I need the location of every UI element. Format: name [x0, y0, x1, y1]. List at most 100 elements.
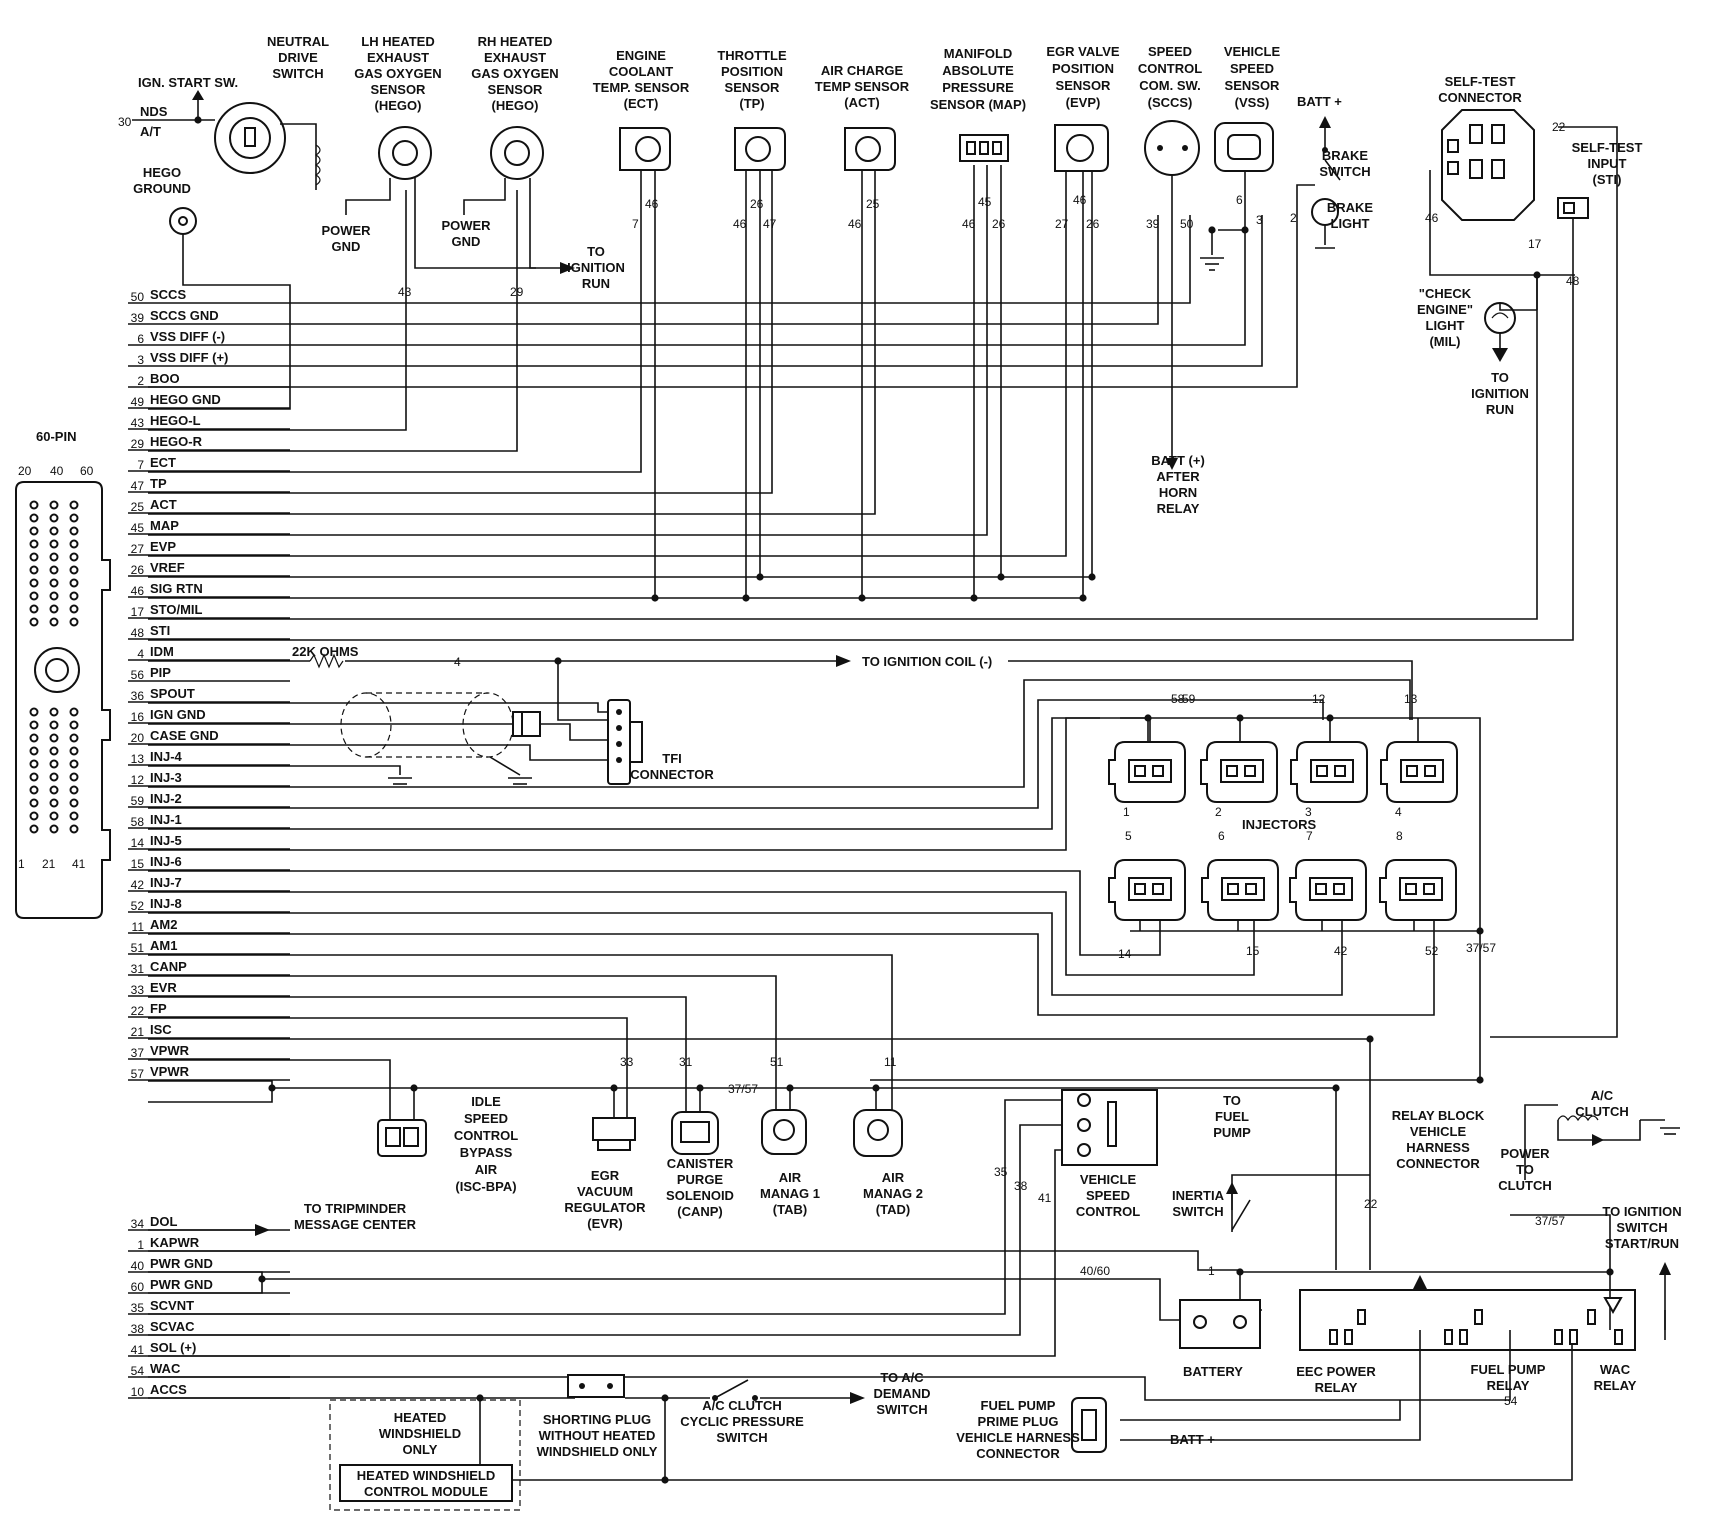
- ign-start-switch-label: IGN. START SW.: [138, 75, 238, 90]
- junction-dot: [651, 594, 659, 602]
- sti-wire-label-48: 48: [1566, 274, 1580, 288]
- map-sensor-pin-3-icon: [992, 141, 1002, 155]
- circuit-name: HEGO-R: [150, 434, 203, 449]
- battery-icon: [1179, 1299, 1261, 1349]
- relay-wire-22: 22: [1364, 1197, 1378, 1211]
- ecm-pin: [49, 759, 59, 769]
- junction-dot: [1236, 1268, 1244, 1276]
- wac-relay-diode-icon: [1603, 1297, 1623, 1315]
- ecm-pin: [49, 811, 59, 821]
- injector-wire-15: 15: [1246, 944, 1260, 958]
- relay-block-pins: [1329, 1297, 1623, 1345]
- relay-pin-icon: [1569, 1329, 1578, 1345]
- injector-number: 5: [1125, 829, 1132, 843]
- relay-pin-icon: [1459, 1329, 1468, 1345]
- junction-dot: [258, 1275, 266, 1283]
- injector-pin-icon: [1245, 883, 1257, 895]
- ecm-pin: [49, 591, 59, 601]
- map-sensor-pin-1-icon: [966, 141, 976, 155]
- injector-pin-icon: [1244, 765, 1256, 777]
- wire-tp: [148, 165, 773, 494]
- sccs-pin-1-icon: [1157, 145, 1163, 151]
- tfi-pin-4-icon: [616, 757, 622, 763]
- injector-pin-icon: [1152, 883, 1164, 895]
- battery-pos-terminal-icon: [1233, 1315, 1247, 1329]
- ect-wire-label-46: 46: [645, 197, 659, 211]
- wire-self-test-22: [1490, 126, 1618, 1038]
- evp-sensor-socket-icon: [1066, 134, 1094, 162]
- tfi-connector-tab-icon: [629, 721, 643, 763]
- injector-wire-13: 13: [1404, 692, 1418, 706]
- wire-hwcm-b: [665, 1330, 1573, 1481]
- ecm-pin: [49, 733, 59, 743]
- map-sensor-pin-2-icon: [979, 141, 989, 155]
- circuit-name: STI: [150, 623, 170, 638]
- circuit-pin-number: 20: [131, 731, 145, 745]
- fuel-pump-prime-pin-icon: [1081, 1409, 1097, 1441]
- injectors: INJECTORS 58 59 12 13 14 15 42 52 37/57 …: [1108, 692, 1496, 961]
- circuit-pin-number: 39: [131, 311, 145, 325]
- junction-dot: [1476, 927, 1484, 935]
- ac-cyclic-switch-icon: [714, 1379, 749, 1399]
- shorting-plug-pin-2-icon: [607, 1383, 613, 1389]
- circuit-name: CANP: [150, 959, 187, 974]
- injector-number: 2: [1215, 805, 1222, 819]
- wire-inj-5: [148, 870, 1161, 956]
- ecm-pin: [69, 552, 79, 562]
- relay-block-arrow-icon: [1412, 1275, 1428, 1291]
- ecm-pin: [49, 720, 59, 730]
- ac-cyclic-pivot-icon: [712, 1395, 718, 1401]
- vsc-pin-1-icon: [1077, 1093, 1091, 1107]
- circuit-name: TP: [150, 476, 167, 491]
- circuit-pin-number: 13: [131, 752, 145, 766]
- evp-wire-label-27: 27: [1055, 217, 1069, 231]
- tp-wire-label-26: 26: [750, 197, 764, 211]
- wire-sto-mil: [148, 275, 1538, 620]
- batt-horn-arrow-icon: [1166, 458, 1178, 470]
- circuit-name: EVR: [150, 980, 177, 995]
- injector-number: 4: [1395, 805, 1402, 819]
- relay-wire-1: 1: [1208, 1264, 1215, 1278]
- ecm-bottom-pin-21: 21: [42, 857, 56, 871]
- self-test-slot-4-icon: [1491, 159, 1505, 179]
- tab-connector-socket-icon: [773, 1119, 795, 1141]
- wire-canp: [148, 996, 687, 1120]
- wire-rh-ign-run: [529, 178, 560, 269]
- ecm-pin: [49, 513, 59, 523]
- ecm-pin: [29, 785, 39, 795]
- wire-vss-neg: [290, 230, 1246, 346]
- wire-ac-clutch: [1524, 1104, 1558, 1180]
- ecm-pin: [29, 526, 39, 536]
- ecm-pin: [29, 746, 39, 756]
- junction-dot: [756, 573, 764, 581]
- sccs-wire-label-39: 39: [1146, 217, 1160, 231]
- tp-sensor-socket-icon: [745, 136, 771, 162]
- relay-wire-37-57: 37/57: [1535, 1214, 1565, 1228]
- ecm-pin: [49, 707, 59, 717]
- relay-wire-54: 54: [1504, 1394, 1518, 1408]
- wire-am2: [148, 954, 893, 1120]
- to-ignition-switch-arrow-icon: [1659, 1262, 1671, 1275]
- tp-wire-label-47: 47: [763, 217, 777, 231]
- junction-dot: [696, 1084, 704, 1092]
- circuit-name: ACCS: [150, 1382, 187, 1397]
- wire-lh-ign-run: [414, 178, 536, 269]
- circuit-name: AM1: [150, 938, 177, 953]
- vsc-pin-3-icon: [1077, 1143, 1091, 1157]
- junction-dot: [858, 594, 866, 602]
- ecm-pin: [69, 811, 79, 821]
- junction-dot: [268, 1084, 276, 1092]
- mil-to-ign-arrow-icon: [1492, 348, 1508, 362]
- wire-mil: [1499, 303, 1537, 311]
- circuit-name: CASE GND: [150, 728, 219, 743]
- wire-inj-1: [148, 717, 1149, 851]
- circuit-name: WAC: [150, 1361, 181, 1376]
- wire-scvac: [148, 1124, 1062, 1336]
- ecm-pin: [29, 578, 39, 588]
- circuit-pin-number: 21: [131, 1025, 145, 1039]
